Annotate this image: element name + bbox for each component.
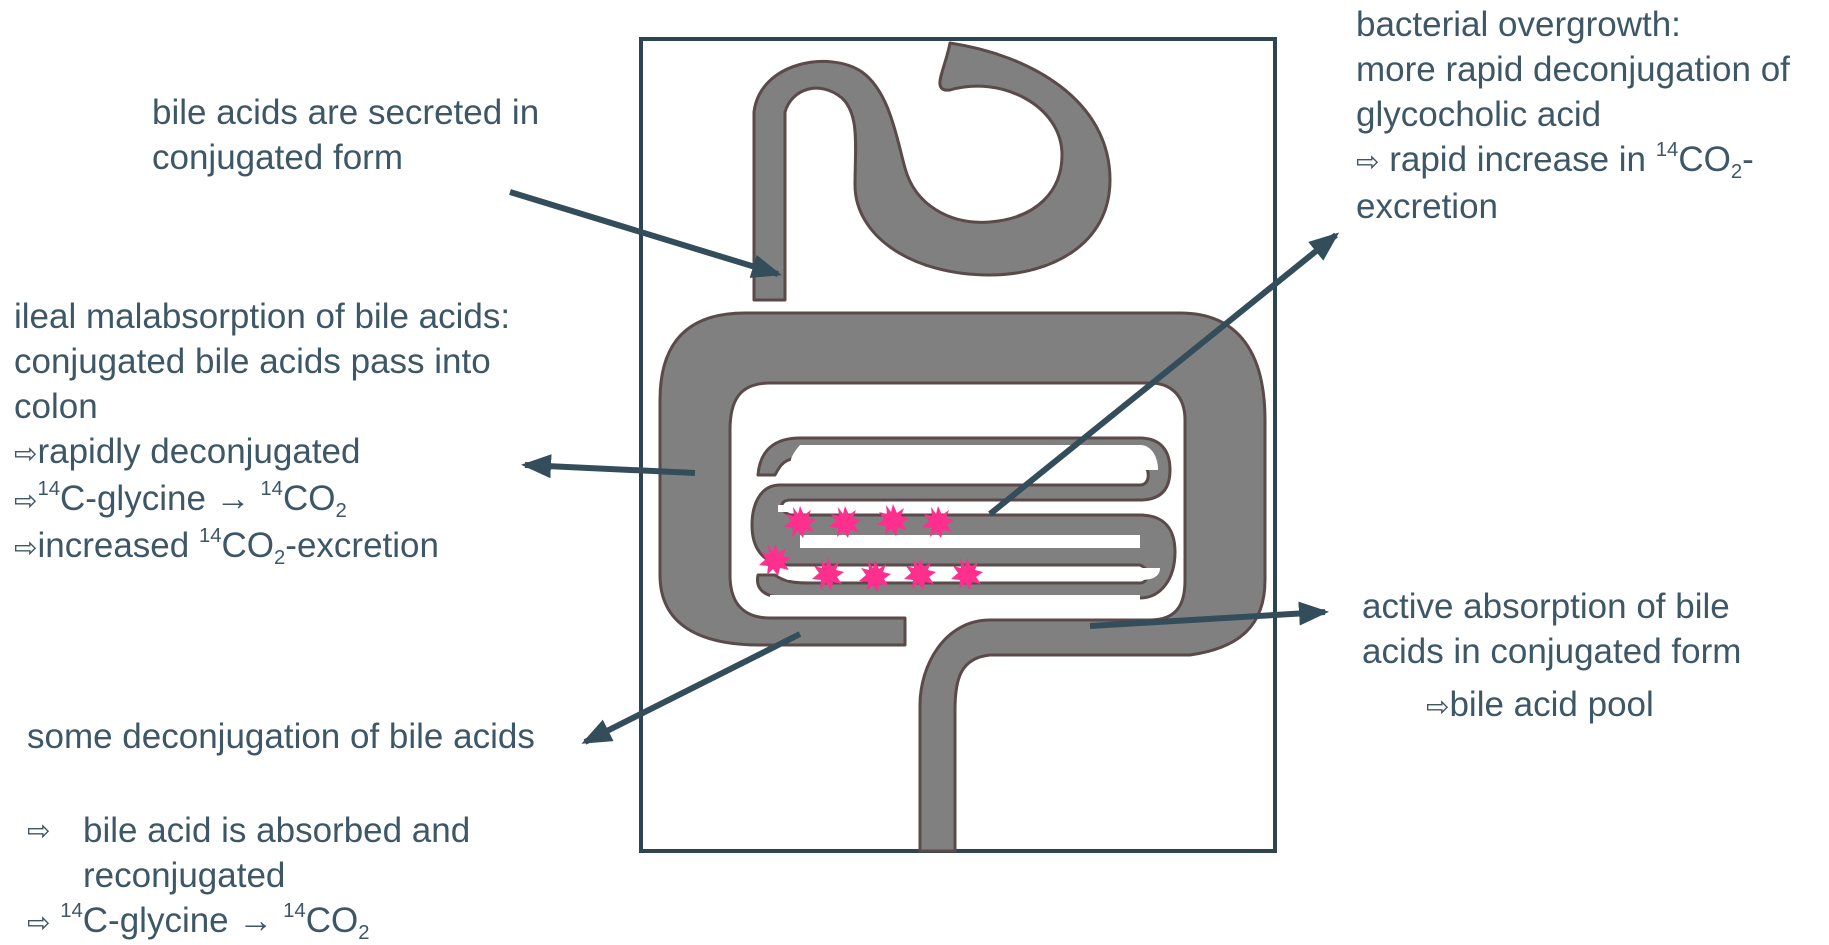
label-line: conjugated form: [152, 135, 539, 180]
reaction-arrow: →: [216, 479, 251, 518]
superscript: 14: [199, 525, 222, 547]
label-text: bile acid pool: [1449, 685, 1653, 724]
label-line: ⇨ rapid increase in 14CO2-: [1356, 137, 1790, 184]
label-line: glycocholic acid: [1356, 92, 1790, 137]
label-text: CO: [1678, 140, 1731, 179]
label-line: ⇨14C-glycine → 14CO2: [14, 476, 510, 523]
arrow-right-icon: ⇨: [1426, 690, 1449, 723]
label-bacterial-overgrowth: bacterial overgrowth: more rapid deconju…: [1356, 2, 1790, 229]
label-line: some deconjugation of bile acids: [27, 714, 535, 759]
arrow-right-icon: ⇨: [27, 906, 50, 939]
label-text: rapidly deconjugated: [37, 432, 360, 471]
label-text: C-glycine: [83, 901, 229, 940]
superscript: 14: [37, 478, 60, 500]
label-text: rapid increase in: [1389, 140, 1656, 179]
label-line: acids in conjugated form: [1362, 629, 1741, 674]
label-bile-secreted: bile acids are secreted in conjugated fo…: [152, 90, 539, 180]
label-line: bacterial overgrowth:: [1356, 2, 1790, 47]
label-ileal-malabsorption: ileal malabsorption of bile acids: conju…: [14, 294, 510, 570]
label-absorbed-reconjugated: ⇨bile acid is absorbed and reconjugated …: [27, 808, 470, 945]
label-line: ⇨ 14C-glycine → 14CO2: [27, 898, 470, 945]
arrow-right-icon: ⇨: [1356, 145, 1379, 178]
label-line: ileal malabsorption of bile acids:: [14, 294, 510, 339]
label-text: CO: [222, 526, 275, 565]
label-line: reconjugated: [27, 853, 470, 898]
label-line: excretion: [1356, 184, 1790, 229]
superscript: 14: [260, 478, 283, 500]
label-text: increased: [37, 526, 198, 565]
superscript: 14: [283, 900, 306, 922]
arrow-right-icon: ⇨: [27, 808, 50, 853]
label-line: more rapid deconjugation of: [1356, 47, 1790, 92]
subscript: 2: [335, 500, 346, 522]
arrow-right-icon: ⇨: [14, 531, 37, 564]
label-line: ⇨rapidly deconjugated: [14, 429, 510, 476]
label-some-deconjugation: some deconjugation of bile acids: [27, 714, 535, 759]
label-line: ⇨bile acid pool: [1362, 682, 1741, 729]
subscript: 2: [1731, 161, 1742, 183]
subscript: 2: [358, 922, 369, 944]
label-text: -: [1742, 140, 1754, 179]
label-line: colon: [14, 384, 510, 429]
label-line: ⇨ bile acid is absorbed and: [27, 808, 470, 853]
label-text: CO: [283, 479, 336, 518]
label-line: conjugated bile acids pass into: [14, 339, 510, 384]
subscript: 2: [274, 547, 285, 569]
arrow-right-icon: ⇨: [14, 437, 37, 470]
superscript: 14: [60, 900, 83, 922]
label-text: bile acid is absorbed and: [83, 811, 470, 850]
reaction-arrow: →: [238, 901, 273, 940]
label-line: bile acids are secreted in: [152, 90, 539, 135]
superscript: 14: [1656, 139, 1679, 161]
label-text: -excretion: [285, 526, 439, 565]
label-line: ⇨increased 14CO2-excretion: [14, 523, 510, 570]
label-text: C-glycine: [60, 479, 206, 518]
label-active-absorption: active absorption of bile acids in conju…: [1362, 584, 1741, 729]
arrow-right-icon: ⇨: [14, 484, 37, 517]
label-line: active absorption of bile: [1362, 584, 1741, 629]
label-text: CO: [306, 901, 359, 940]
